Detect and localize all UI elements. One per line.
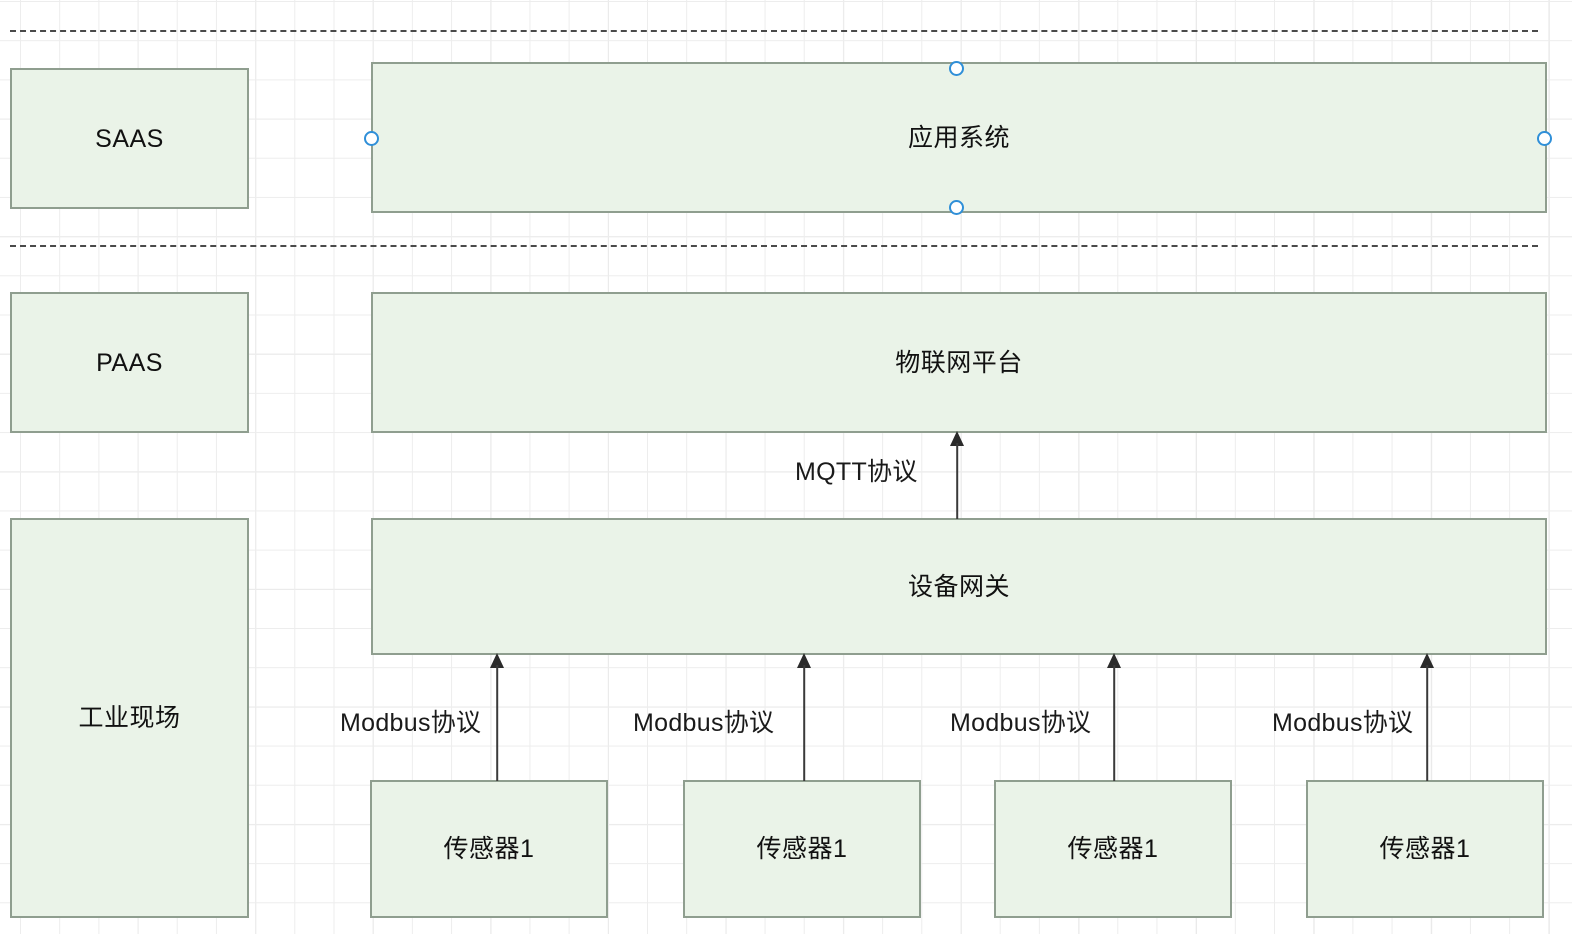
- node-sensor-2[interactable]: 传感器1: [683, 780, 921, 918]
- edge-sensor4-to-gateway[interactable]: [1418, 653, 1436, 781]
- arrowhead-icon: [1107, 653, 1121, 668]
- node-field-layer[interactable]: 工业现场: [10, 518, 249, 918]
- node-sensor-4[interactable]: 传感器1: [1306, 780, 1544, 918]
- selection-handle-top[interactable]: [949, 61, 964, 76]
- divider-top-line: [10, 30, 1538, 32]
- edge-shaft: [803, 665, 805, 781]
- selection-handle-right[interactable]: [1537, 131, 1552, 146]
- node-saas-layer-label: SAAS: [95, 124, 164, 153]
- node-paas-layer-label: PAAS: [96, 348, 163, 377]
- edge-label-modbus-1: Modbus协议: [340, 709, 482, 737]
- node-application-system-label: 应用系统: [907, 123, 1010, 152]
- edge-shaft: [496, 665, 498, 781]
- node-sensor-2-label: 传感器1: [756, 835, 848, 863]
- arrowhead-icon: [950, 431, 964, 446]
- arrowhead-icon: [490, 653, 504, 668]
- node-device-gateway-label: 设备网关: [907, 572, 1010, 601]
- edge-sensor2-to-gateway[interactable]: [795, 653, 813, 781]
- node-sensor-3[interactable]: 传感器1: [994, 780, 1232, 918]
- node-device-gateway[interactable]: 设备网关: [371, 518, 1547, 655]
- node-sensor-3-label: 传感器1: [1067, 835, 1159, 863]
- node-application-system[interactable]: 应用系统: [371, 62, 1547, 213]
- node-saas-layer[interactable]: SAAS: [10, 68, 249, 209]
- edge-label-mqtt: MQTT协议: [795, 458, 918, 486]
- edge-shaft: [956, 443, 958, 519]
- node-field-layer-label: 工业现场: [78, 704, 181, 732]
- node-iot-platform[interactable]: 物联网平台: [371, 292, 1547, 433]
- arrowhead-icon: [797, 653, 811, 668]
- divider-middle-line: [10, 245, 1538, 247]
- edge-shaft: [1113, 665, 1115, 781]
- arrowhead-icon: [1420, 653, 1434, 668]
- edge-sensor3-to-gateway[interactable]: [1105, 653, 1123, 781]
- edge-label-modbus-2: Modbus协议: [633, 709, 775, 737]
- edge-label-modbus-4: Modbus协议: [1272, 709, 1414, 737]
- edge-gateway-to-platform[interactable]: [948, 431, 966, 519]
- node-sensor-1[interactable]: 传感器1: [370, 780, 608, 918]
- edge-label-modbus-3: Modbus协议: [950, 709, 1092, 737]
- selection-handle-left[interactable]: [364, 131, 379, 146]
- selection-handle-bottom[interactable]: [949, 200, 964, 215]
- node-paas-layer[interactable]: PAAS: [10, 292, 249, 433]
- node-sensor-1-label: 传感器1: [443, 835, 535, 863]
- edge-shaft: [1426, 665, 1428, 781]
- node-sensor-4-label: 传感器1: [1379, 835, 1471, 863]
- node-iot-platform-label: 物联网平台: [895, 348, 1023, 377]
- edge-sensor1-to-gateway[interactable]: [488, 653, 506, 781]
